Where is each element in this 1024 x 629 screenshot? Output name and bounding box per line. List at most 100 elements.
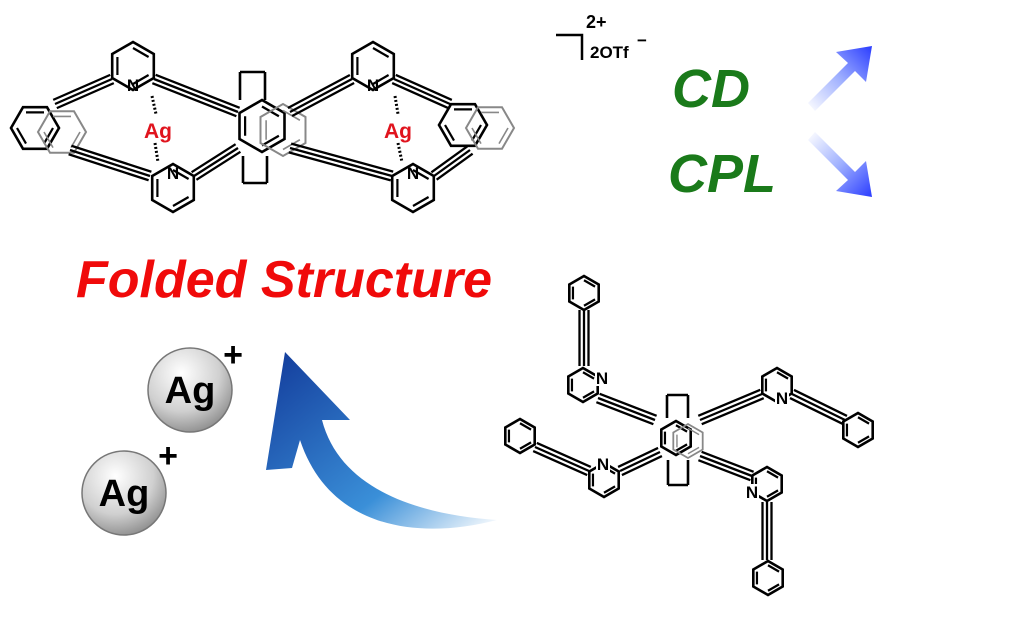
phenyl-ring-double-bond bbox=[471, 124, 482, 142]
folded-structure-label: Folded Structure bbox=[76, 251, 493, 309]
phenyl-ring-double-bond bbox=[583, 298, 596, 307]
coordination-bond bbox=[396, 142, 404, 163]
pyridine-ring bbox=[390, 162, 436, 214]
cyclophane-ring-double-bond bbox=[687, 446, 700, 455]
phenyl-ring-double-bond bbox=[857, 416, 870, 425]
triple-bond bbox=[153, 77, 239, 114]
cyclophane-ring bbox=[238, 98, 286, 154]
nitrogen-atom-label: N bbox=[597, 455, 609, 474]
triple-bond bbox=[597, 396, 656, 422]
coordination-bond bbox=[153, 142, 160, 163]
phenyl-ring-double-bond bbox=[43, 127, 54, 145]
pyridine-ring-double-bond bbox=[776, 371, 789, 380]
cpl-label: CPL bbox=[668, 144, 776, 204]
pyridine-ring bbox=[110, 40, 156, 92]
nitrogen-atom-label: N bbox=[596, 369, 608, 388]
phenyl-ring-double-bond bbox=[444, 124, 455, 142]
triple-bond bbox=[617, 446, 659, 468]
nitrogen-atom-label: N bbox=[167, 164, 179, 183]
triple-bond bbox=[289, 146, 393, 178]
pyridine-ring-double-bond bbox=[766, 470, 779, 479]
silver-ion-2: Ag + bbox=[81, 437, 178, 536]
triple-bond bbox=[190, 143, 237, 174]
phenyl-ring-double-bond bbox=[519, 422, 532, 431]
triple-bond bbox=[621, 455, 663, 477]
triple-bond bbox=[599, 392, 658, 417]
pyridine-ring-double-bond bbox=[412, 169, 430, 180]
phenyl-ring bbox=[464, 106, 516, 150]
curved-arrow-icon bbox=[266, 352, 497, 529]
triple-bond bbox=[534, 445, 590, 473]
triple-bond bbox=[289, 77, 353, 114]
phenyl-ring-double-bond bbox=[498, 127, 509, 144]
triple-bond bbox=[155, 73, 241, 109]
silver-ion-symbol: Ag bbox=[99, 473, 150, 515]
nitrogen-atom-label: N bbox=[407, 164, 419, 183]
silver-ion-symbol: Ag bbox=[165, 370, 216, 412]
phenyl-ring bbox=[841, 411, 875, 449]
phenyl-ring bbox=[503, 417, 537, 455]
pyridine-ring-double-bond bbox=[172, 169, 190, 180]
triple-bond bbox=[288, 151, 392, 182]
nitrogen-atom-label: N bbox=[746, 483, 758, 502]
pyridine-ring-double-bond bbox=[603, 485, 616, 494]
atom-label-bg bbox=[596, 456, 610, 472]
triple-bond bbox=[435, 152, 474, 181]
pyridine-ring bbox=[587, 461, 621, 499]
cyclophane-ring-double-bond bbox=[282, 109, 301, 121]
cyclophane-ring bbox=[672, 422, 704, 460]
triple-bond bbox=[532, 450, 588, 477]
pyridine-ring-double-bond bbox=[372, 47, 390, 58]
triple-bond bbox=[433, 149, 471, 177]
cd-label: CD bbox=[672, 59, 750, 119]
triple-bond bbox=[793, 388, 848, 417]
triple-bond bbox=[52, 73, 111, 101]
silver-atom-label: Ag bbox=[144, 120, 172, 143]
cyclophane-ring-double-bond bbox=[687, 427, 700, 436]
atom-label-bg bbox=[745, 484, 759, 500]
nitrogen-atom-label: N bbox=[776, 389, 788, 408]
pyridine-ring bbox=[150, 162, 196, 214]
pyridine-ring bbox=[750, 465, 784, 503]
pyridine-ring-double-bond bbox=[132, 74, 150, 85]
coordination-bond bbox=[393, 95, 400, 115]
counterion-charge: − bbox=[637, 31, 647, 50]
triple-bond bbox=[68, 153, 149, 182]
triple-bond bbox=[595, 401, 654, 426]
triple-bond bbox=[54, 77, 113, 106]
triple-bond bbox=[699, 454, 753, 478]
cyclophane-ring bbox=[259, 102, 307, 158]
pyridine-ring-double-bond bbox=[582, 371, 595, 380]
triple-bond bbox=[287, 74, 351, 110]
triple-bond bbox=[290, 142, 394, 173]
triple-bond bbox=[536, 441, 592, 468]
phenyl-ring-double-bond bbox=[767, 564, 780, 573]
cpl-arrow-icon bbox=[808, 132, 872, 197]
triple-bond bbox=[193, 147, 239, 177]
free-ligand-structure: N N N N bbox=[503, 274, 875, 597]
nitrogen-atom-label: N bbox=[367, 76, 379, 95]
triple-bond bbox=[195, 150, 242, 181]
pyridine-ring-double-bond bbox=[582, 390, 595, 399]
cd-arrow-icon bbox=[808, 46, 872, 111]
triple-bond bbox=[391, 82, 449, 110]
triple-bond bbox=[791, 392, 846, 422]
silver-ion-1: Ag + bbox=[147, 336, 243, 433]
pyridine-ring-double-bond bbox=[172, 196, 190, 207]
phenyl-ring bbox=[751, 559, 785, 597]
pyridine-ring-double-bond bbox=[412, 196, 430, 207]
triple-bond bbox=[56, 82, 115, 110]
cyclophane-ring-double-bond bbox=[675, 443, 688, 452]
silver-ion-charge: + bbox=[158, 437, 178, 475]
triple-bond bbox=[699, 392, 763, 422]
triple-bond bbox=[701, 450, 755, 473]
atom-label-bg bbox=[595, 370, 609, 386]
triple-bond bbox=[291, 81, 355, 117]
triple-bond bbox=[430, 145, 469, 174]
phenyl-ring-double-bond bbox=[767, 583, 780, 592]
pyridine-ring-double-bond bbox=[372, 74, 390, 85]
triple-bond bbox=[395, 73, 453, 101]
coordination-bond bbox=[150, 95, 158, 115]
